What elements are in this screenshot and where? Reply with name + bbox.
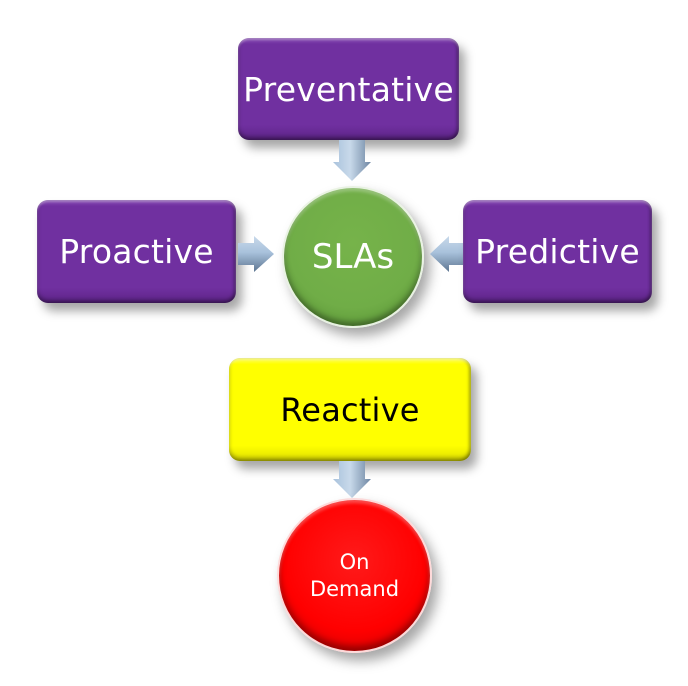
on-demand-label-line1: On: [339, 550, 370, 575]
predictive-label: Predictive: [475, 232, 640, 271]
reactive-node: Reactive: [229, 358, 471, 461]
reactive-label: Reactive: [280, 390, 420, 429]
on-demand-node: On Demand: [277, 498, 432, 653]
arrow-left-icon: [430, 236, 465, 272]
on-demand-label: On Demand: [310, 549, 399, 602]
slas-label: SLAs: [311, 236, 395, 277]
on-demand-label-line2: Demand: [309, 576, 400, 601]
predictive-node: Predictive: [463, 200, 652, 303]
proactive-node: Proactive: [37, 200, 236, 303]
preventative-label: Preventative: [243, 69, 454, 109]
arrow-down-icon: [333, 140, 371, 181]
slas-node: SLAs: [282, 186, 424, 328]
preventative-node: Preventative: [238, 38, 459, 140]
arrow-right-icon: [238, 236, 274, 272]
arrow-down-icon: [333, 461, 371, 498]
proactive-label: Proactive: [59, 232, 214, 271]
